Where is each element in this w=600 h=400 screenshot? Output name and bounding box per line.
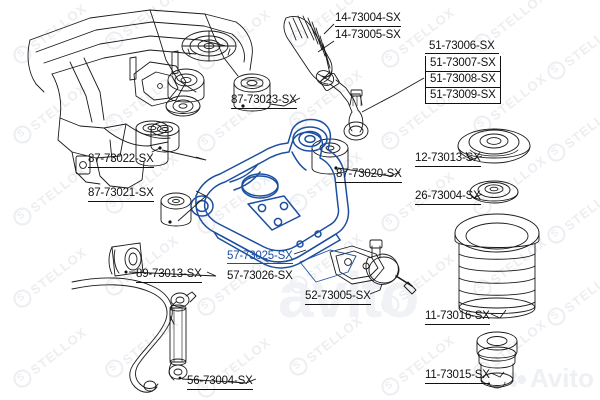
part-tie-rod-end (320, 72, 369, 141)
callout-52-73005-sx: 52-73005-SX (305, 290, 371, 305)
callout-51-73006-sx: 51-73006-SX (425, 40, 499, 54)
callout-56-73004-sx: 56-73004-SX (187, 375, 253, 390)
part-52-73005-ball-joint (329, 239, 417, 295)
avito-watermark-text: Avito (529, 363, 594, 393)
callout-87-73020-sx: 87-73020-SX (336, 168, 402, 183)
subframe-assembly (27, 9, 253, 189)
part-87-73021-bushing (160, 192, 192, 227)
part-steering-rack-boot (283, 15, 335, 86)
arm-outer-bracket (299, 249, 357, 283)
callout-87-73023-sx: 87-73023-SX (231, 94, 297, 109)
callout-57-73026-sx: 57-73026-SX (227, 270, 293, 282)
callout-51-73007-sx: 51-73007-SX (430, 57, 496, 69)
callout-group-51-series: 51-73007-SX 51-73008-SX 51-73009-SX (425, 56, 501, 104)
callout-14-73005-sx: 14-73005-SX (335, 29, 401, 41)
part-56-73004-stabilizer-link (168, 291, 197, 381)
part-87-73023-bushing (233, 73, 271, 112)
part-57-73025-control-arm-highlighted (190, 118, 350, 269)
callout-87-73022-sx: 87-73022-SX (88, 153, 154, 168)
callout-14-73004-sx: 14-73004-SX (335, 12, 401, 27)
callout-87-73021-sx: 87-73021-SX (88, 187, 154, 202)
avito-logo-icon (509, 371, 526, 387)
part-87-73022-bushing (150, 121, 180, 153)
subframe-bushing-right-upper (167, 68, 205, 103)
callout-11-73015-sx: 11-73015-SX (425, 369, 490, 384)
callout-11-73016-sx: 11-73016-SX (425, 310, 490, 325)
callout-89-73013-sx: 89-73013-SX (136, 268, 202, 283)
part-89-73013-stabilizer-bush (108, 242, 144, 277)
part-12-73013-strut-mount (457, 128, 531, 164)
part-26-73004-bearing (469, 180, 519, 204)
leader-lines (128, 23, 507, 384)
callout-51-73008-sx: 51-73008-SX (426, 71, 500, 87)
callout-26-73004-sx: 26-73004-SX (415, 190, 481, 205)
avito-watermark: Avito (509, 363, 594, 394)
callout-12-73013-sx: 12-73013-SX (415, 152, 481, 167)
subframe-bushing-right-lower (165, 95, 201, 117)
callout-51-73009-sx: 51-73009-SX (426, 87, 500, 103)
callout-57-73025-sx-highlighted: 57-73025-SX (227, 250, 293, 264)
